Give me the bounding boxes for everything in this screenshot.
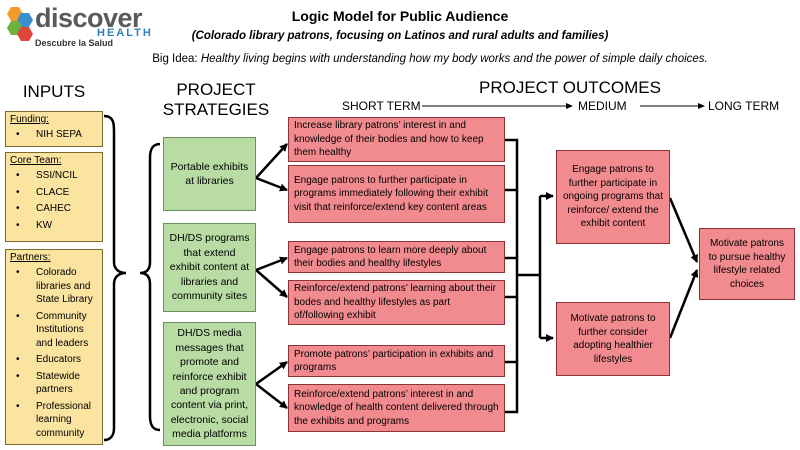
list-item: Community Institutions and leaders [16,310,102,351]
input-partners-box: Partners: Colorado libraries and State L… [5,249,103,445]
short-term-outcome-3: Engage patrons to learn more deeply abou… [288,241,505,273]
logo-brand: discover [35,3,143,33]
input-core-team-list: SSI/NCIL CLACE CAHEC KW [6,169,102,232]
big-idea-text: Healthy living begins with understanding… [200,53,708,65]
logo-hexagon-icon [7,7,33,41]
list-item: Educators [16,353,102,367]
logo-health: HEALTH [97,27,153,39]
short-term-outcome-5: Promote patrons’ participation in exhibi… [288,345,505,377]
header-short-term: SHORT TERM [342,99,421,113]
header-strategies: PROJECT STRATEGIES [162,80,270,120]
list-item: Colorado libraries and State Library [16,266,102,307]
input-funding-list: NIH SEPA [6,128,102,142]
strategy-box-2: DH/DS programs that extend exhibit conte… [163,223,256,312]
list-item: NIH SEPA [16,128,102,142]
logo: discover HEALTH Descubre la Salud [2,2,162,48]
short-term-outcome-2: Engage patrons to further participate in… [288,165,505,223]
long-term-outcome: Motivate patrons to pursue healthy lifes… [699,228,795,300]
input-funding-title: Funding: [10,114,49,125]
header-inputs: INPUTS [22,82,86,101]
input-core-team-title: Core Team: [10,155,62,166]
list-item: SSI/NCIL [16,169,102,183]
strategy-box-1: Portable exhibits at libraries [163,137,256,211]
page-subtitle: (Colorado library patrons, focusing on L… [191,30,609,42]
strategy-box-3: DH/DS media messages that promote and re… [163,322,256,446]
big-idea: Big Idea: Healthy living begins with und… [70,53,790,65]
short-term-outcome-1: Increase library patrons’ interest in an… [288,117,505,162]
short-term-outcome-4: Reinforce/extend patrons’ learning about… [288,280,505,325]
list-item: CLACE [16,186,102,200]
list-item: Statewide partners [16,370,102,397]
header-long-term: LONG TERM [708,99,780,113]
list-item: Professional learning community [16,400,102,441]
medium-outcome-1: Engage patrons to further participate in… [556,150,670,244]
list-item: CAHEC [16,202,102,216]
list-item: KW [16,219,102,233]
header-outcomes: PROJECT OUTCOMES [479,78,661,97]
header-medium: MEDIUM [578,99,627,113]
medium-outcome-2: Motivate patrons to further consider ado… [556,302,670,376]
input-partners-list: Colorado libraries and State Library Com… [6,266,102,440]
input-core-team-box: Core Team: SSI/NCIL CLACE CAHEC KW [5,152,103,242]
page-title: Logic Model for Public Audience [291,8,509,24]
logo-tagline: Descubre la Salud [35,38,114,48]
big-idea-label: Big Idea: [152,53,198,65]
short-term-outcome-6: Reinforce/extend patrons’ interest in an… [288,384,505,432]
input-funding-box: Funding: NIH SEPA [5,111,103,147]
input-partners-title: Partners: [10,252,51,263]
